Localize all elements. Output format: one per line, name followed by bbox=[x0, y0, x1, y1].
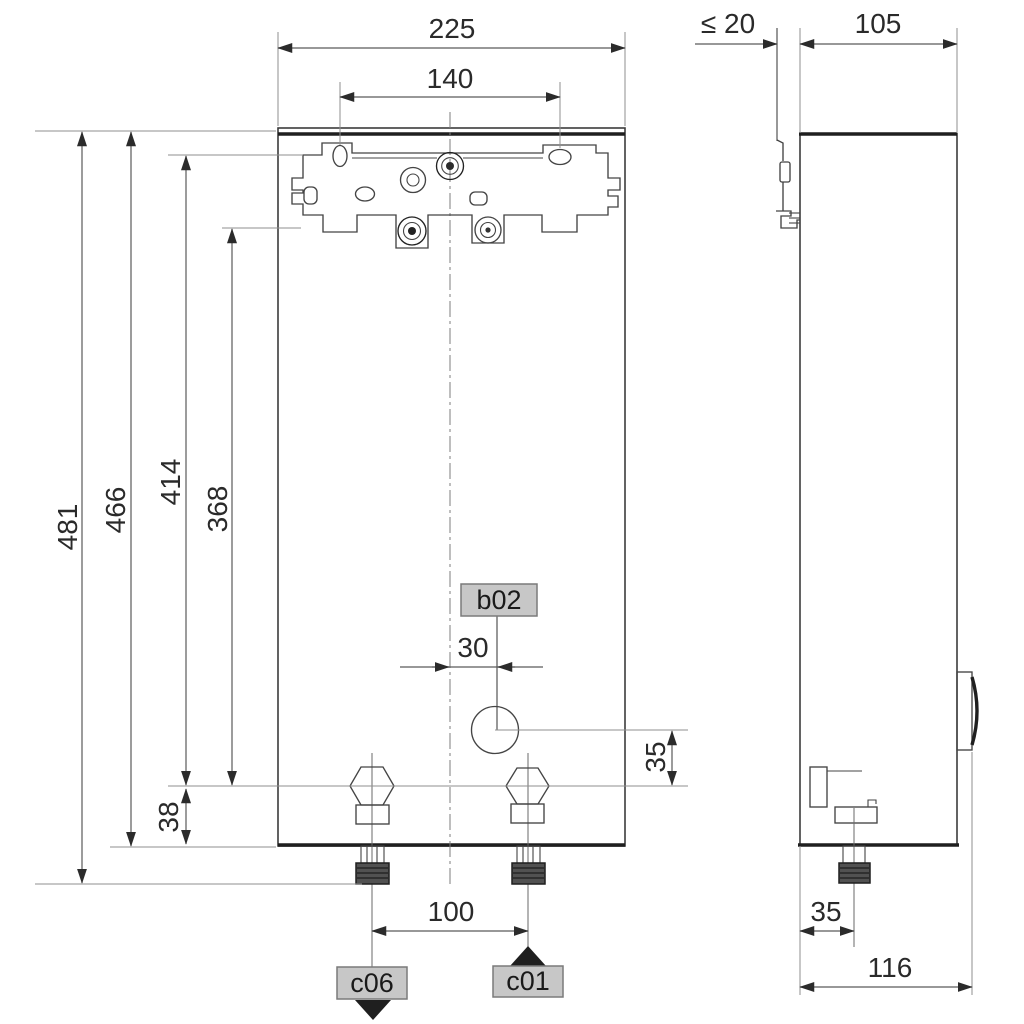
dim-label: 100 bbox=[428, 896, 475, 927]
dim-axis-to-bottom: 38 bbox=[153, 788, 191, 845]
dim-hole-spacing: 140 bbox=[339, 63, 561, 148]
dim-back-to-pipe: 35 bbox=[799, 846, 855, 995]
control-knob-side bbox=[956, 671, 979, 751]
label-c01-inlet: c01 bbox=[492, 946, 564, 998]
dim-center-offset: 30 bbox=[400, 632, 543, 672]
oval-hole-left bbox=[354, 186, 376, 202]
component-label: c06 bbox=[350, 968, 394, 998]
dim-height-housing: 466 bbox=[100, 131, 136, 847]
flow-arrow-up-icon bbox=[510, 946, 546, 966]
dim-overall-width: 225 bbox=[277, 13, 626, 126]
dim-label: 38 bbox=[153, 801, 184, 832]
component-label: b02 bbox=[476, 585, 521, 615]
pipe-connector-right bbox=[511, 845, 546, 885]
dim-label: 368 bbox=[202, 486, 233, 533]
screw-lower-right bbox=[474, 216, 502, 244]
dim-label: 35 bbox=[640, 741, 671, 772]
dim-label: 116 bbox=[868, 952, 913, 983]
label-b02: b02 bbox=[460, 583, 538, 730]
side-pipework bbox=[809, 766, 878, 947]
front-housing bbox=[277, 127, 626, 847]
flow-arrow-down-icon bbox=[355, 1000, 391, 1020]
dim-label: 481 bbox=[52, 504, 83, 551]
component-label: c01 bbox=[506, 966, 550, 996]
screw-upper-left bbox=[399, 166, 427, 194]
dim-entry-to-axis: 35 bbox=[495, 729, 688, 786]
label-c06-outlet: c06 bbox=[336, 966, 408, 1020]
side-view: ≤ 20 105 35 116 bbox=[695, 8, 979, 995]
dim-keyhole-to-axis: 414 bbox=[155, 155, 191, 786]
dim-label: 105 bbox=[855, 8, 902, 39]
dim-label: 466 bbox=[100, 487, 131, 534]
slot-hole-far-left bbox=[303, 186, 318, 205]
dim-label: 140 bbox=[427, 63, 474, 94]
dim-pipe-spacing: 100 bbox=[371, 896, 529, 936]
screw-center bbox=[435, 151, 465, 181]
dim-wall-gap: ≤ 20 bbox=[695, 8, 778, 49]
dim-label: 225 bbox=[429, 13, 476, 44]
mounting-bracket bbox=[291, 142, 621, 249]
dim-label: 30 bbox=[457, 632, 488, 663]
slot-hole-mid-right bbox=[469, 191, 488, 206]
front-view: 225 140 481 466 414 368 bbox=[35, 13, 688, 1020]
screw-lower-left bbox=[397, 216, 427, 246]
pipe-connector-left bbox=[355, 845, 390, 885]
dim-depth: 105 bbox=[799, 8, 958, 133]
oval-slot-right bbox=[548, 148, 572, 166]
dim-height-overall: 481 bbox=[52, 131, 87, 884]
dim-label: ≤ 20 bbox=[701, 8, 755, 39]
dim-screws-to-axis: 368 bbox=[202, 228, 237, 786]
keyhole-slot-left bbox=[332, 144, 348, 168]
dim-depth-overall: 116 bbox=[799, 752, 973, 995]
dim-label: 35 bbox=[810, 896, 841, 927]
dim-label: 414 bbox=[155, 459, 186, 506]
